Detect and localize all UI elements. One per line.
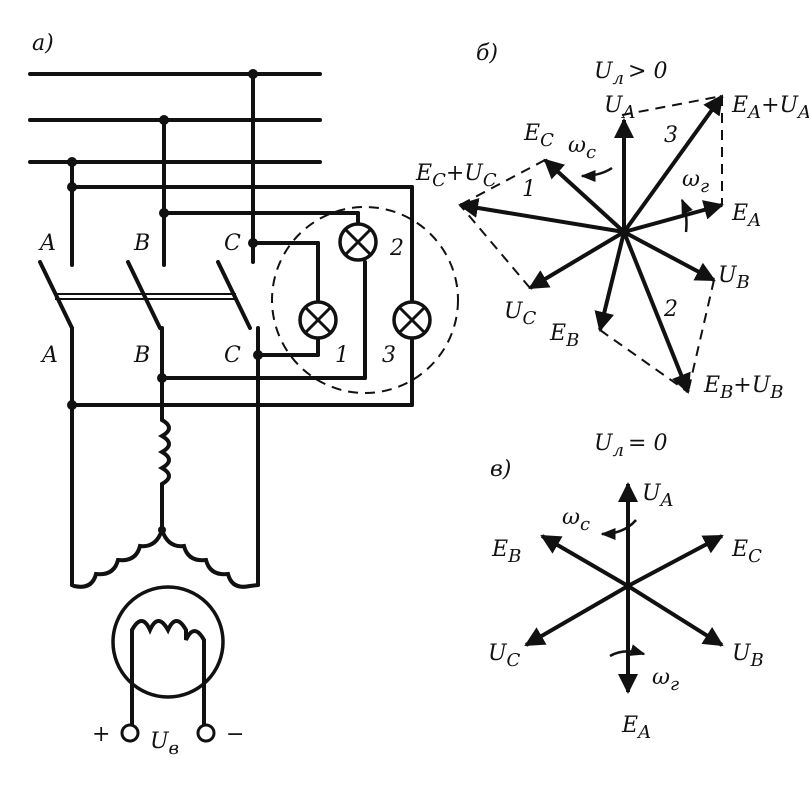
dash-edge (621, 95, 723, 116)
lamp-enclosure (271, 206, 459, 394)
label-omega-g: ωг (682, 167, 709, 197)
winding-c (160, 528, 260, 589)
phasor-UC (524, 584, 630, 647)
field-winding (130, 619, 206, 692)
bus-label-b: B (133, 231, 150, 256)
region-number-1: 1 (522, 177, 536, 202)
panel-a-circuit: а) A B C A B C (28, 31, 459, 759)
label-EC-plus-UC: EC+UC (415, 161, 497, 191)
star-point (158, 526, 166, 534)
region-number-2: 2 (663, 297, 678, 322)
lamp-number-2: 2 (389, 236, 404, 261)
lamp-1 (298, 300, 338, 340)
lamp-3 (392, 300, 432, 340)
panel-b-condition: Uл> 0 (594, 59, 667, 89)
label-EA: EA (731, 201, 761, 231)
lamp-number-1: 1 (335, 343, 349, 368)
panel-v-condition: Uл= 0 (594, 431, 667, 461)
excitation-voltage: Uв (150, 729, 179, 759)
panel-v-phasors: в) Uл= 0 UA ωc EB EC UC UB ωг EA (488, 431, 764, 743)
label-EC: EC (523, 121, 554, 151)
region-number-3: 3 (664, 123, 678, 148)
label-UC: UC (488, 641, 521, 671)
phasor-EC (627, 534, 724, 588)
phasor-UC (528, 230, 626, 290)
panel-a-label: а) (32, 31, 54, 56)
label-omega-c: ωc (562, 505, 590, 535)
dash-edge (459, 204, 531, 289)
dash-edge (687, 279, 715, 393)
omega-c-arrow (600, 519, 637, 540)
junction (67, 182, 77, 192)
phasor-UB (626, 584, 724, 647)
junction (253, 350, 263, 360)
plus-sign: + (92, 722, 110, 747)
omega-g-arrow (609, 644, 646, 658)
gen-label-a: A (40, 343, 58, 368)
label-UB: UB (732, 641, 764, 671)
label-UA: UA (642, 481, 674, 511)
phasor-UB (623, 230, 716, 282)
minus-sign: − (226, 722, 244, 747)
label-EA-plus-UA: EA+UA (731, 93, 809, 123)
label-UC: UC (504, 299, 537, 329)
phasor-EA-plus-UA (622, 94, 724, 234)
phasor-EC (543, 158, 626, 234)
label-UA: UA (604, 93, 636, 123)
junction (67, 157, 77, 167)
terminal-minus (196, 723, 216, 743)
panel-b-label: б) (476, 41, 498, 66)
label-omega-c: ωc (568, 133, 596, 163)
panel-v-label: в) (490, 457, 511, 482)
omega-g-arrow (680, 198, 693, 233)
phasor-origin (624, 582, 632, 590)
bus-label-a: A (38, 231, 56, 256)
label-EB: EB (491, 537, 521, 567)
terminal-plus (120, 723, 140, 743)
phasor-EA (623, 200, 724, 234)
label-EB-plus-UB: EB+UB (703, 373, 784, 403)
junction (159, 208, 169, 218)
panel-b-phasors: б) Uл> 0 UA EC EC+UC EA+UA EA UB UC EB E… (415, 41, 809, 403)
junction (248, 238, 258, 248)
phasor-EB (540, 534, 630, 588)
phasor-EC-plus-UC (458, 198, 625, 234)
gen-label-c: C (224, 343, 241, 368)
phasor-origin (620, 228, 628, 236)
junction (157, 373, 167, 383)
winding-b (157, 418, 171, 532)
label-UB: UB (718, 263, 750, 293)
label-omega-g: ωг (652, 665, 679, 695)
rotor-circle (111, 585, 225, 699)
lamp-number-3: 3 (382, 343, 396, 368)
phasor-EB-plus-UB (622, 231, 691, 394)
junction (159, 115, 169, 125)
omega-c-arrow (580, 166, 613, 182)
bus-label-c: C (224, 231, 241, 256)
label-EB: EB (549, 321, 579, 351)
label-EA: EA (621, 713, 651, 743)
junction (248, 69, 258, 79)
junction (67, 400, 77, 410)
label-EC: EC (731, 537, 762, 567)
gen-label-b: B (133, 343, 150, 368)
lamp-2 (338, 222, 378, 262)
winding-a (70, 528, 164, 589)
phasor-EB (594, 231, 626, 332)
